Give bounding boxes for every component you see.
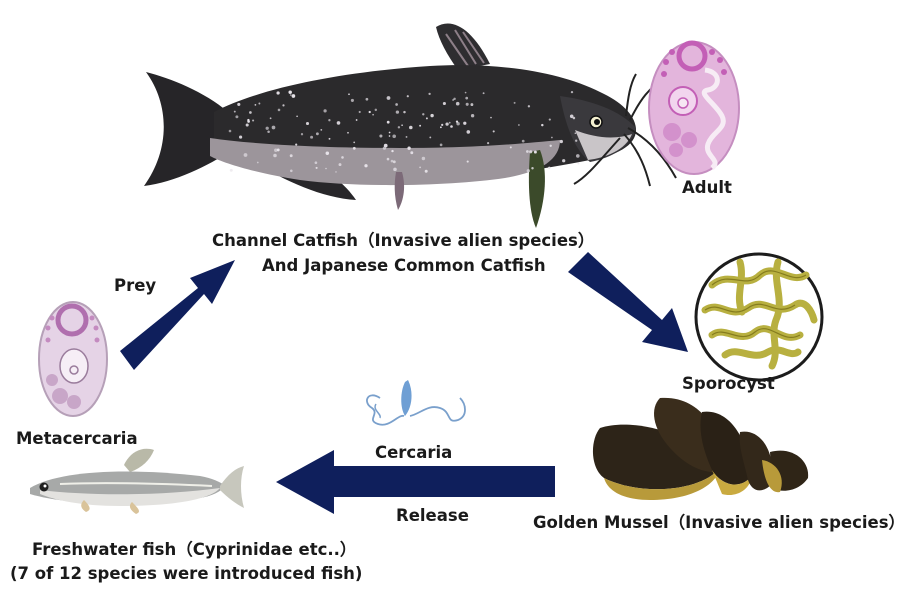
channel-catfish-icon bbox=[144, 23, 677, 228]
adult-fluke-icon bbox=[648, 40, 740, 175]
sporocyst-label: Sporocyst bbox=[682, 374, 775, 393]
catfish-to-sporocyst-arrow bbox=[568, 252, 688, 352]
host-label-line1: Channel Catfish（Invasive alien species） bbox=[212, 231, 595, 250]
release-label: Release bbox=[396, 506, 469, 525]
golden-mussel-icon bbox=[592, 397, 809, 500]
metacercaria-icon bbox=[38, 301, 108, 417]
host-label-line2: And Japanese Common Catfish bbox=[262, 256, 546, 275]
mussel-label: Golden Mussel（Invasive alien species） bbox=[533, 513, 900, 532]
sporocyst-icon bbox=[694, 252, 824, 382]
metacercaria-label: Metacercaria bbox=[16, 429, 138, 448]
prey-label: Prey bbox=[114, 276, 157, 295]
cyprinid-fish-icon bbox=[30, 448, 244, 514]
cercaria-icon bbox=[366, 380, 466, 426]
release-arrow bbox=[276, 450, 555, 514]
adult-label: Adult bbox=[682, 178, 732, 197]
host-fish-label-line2: (7 of 12 species were introduced fish) bbox=[10, 564, 363, 583]
host-fish-label-line1: Freshwater fish（Cyprinidae etc..） bbox=[32, 540, 357, 559]
cercaria-label: Cercaria bbox=[375, 443, 453, 462]
prey-arrow bbox=[120, 260, 235, 370]
